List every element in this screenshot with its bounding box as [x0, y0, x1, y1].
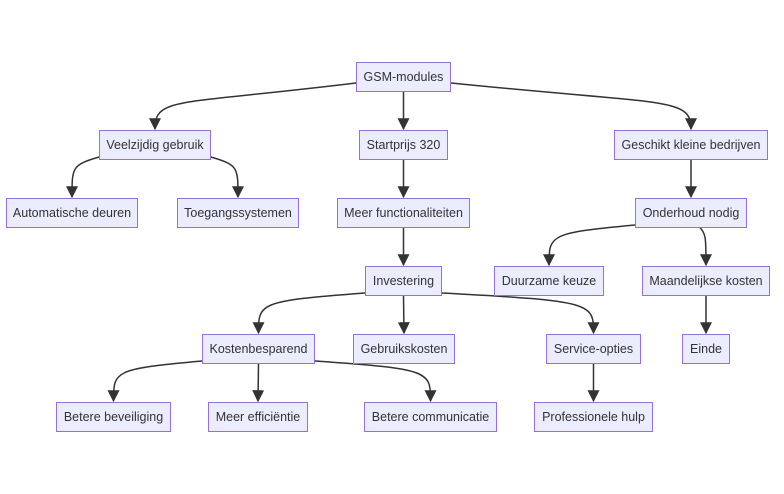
node-geschikt-kleine-bedrijven: Geschikt kleine bedrijven	[614, 130, 768, 160]
node-betere-beveiliging: Betere beveiliging	[56, 402, 171, 432]
node-service-opties: Service-opties	[546, 334, 641, 364]
edge-veelzijdig-toegang	[210, 156, 244, 199]
node-meer-functionaliteiten: Meer functionaliteiten	[337, 198, 470, 228]
node-einde: Einde	[682, 334, 730, 364]
edge-invest-service	[441, 292, 600, 335]
node-automatische-deuren: Automatische deuren	[6, 198, 138, 228]
edge-kosten-communicatie	[314, 360, 437, 403]
node-betere-communicatie: Betere communicatie	[364, 402, 497, 432]
node-toegangssystemen: Toegangssystemen	[177, 198, 299, 228]
node-onderhoud-nodig: Onderhoud nodig	[635, 198, 747, 228]
node-startprijs: Startprijs 320	[359, 130, 448, 160]
node-gebruikskosten: Gebruikskosten	[353, 334, 455, 364]
edge-root-geschikt	[450, 82, 697, 131]
node-gsm-modules: GSM-modules	[356, 62, 451, 92]
edge-kosten-efficientie	[252, 363, 265, 403]
edge-veelzijdig-auto	[66, 156, 100, 199]
edge-invest-kosten	[252, 292, 366, 335]
node-professionele-hulp: Professionele hulp	[534, 402, 653, 432]
edge-kosten-beveiliging	[107, 360, 203, 403]
node-investering: Investering	[365, 266, 442, 296]
node-duurzame-keuze: Duurzame keuze	[494, 266, 604, 296]
node-meer-efficientie: Meer efficiëntie	[208, 402, 308, 432]
edge-root-veelzijdig	[149, 82, 357, 131]
node-kostenbesparend: Kostenbesparend	[202, 334, 315, 364]
edge-onderhoud-maand	[697, 225, 712, 267]
node-maandelijkse-kosten: Maandelijkse kosten	[642, 266, 770, 296]
node-veelzijdig-gebruik: Veelzijdig gebruik	[99, 130, 211, 160]
edge-invest-gebruik	[397, 295, 410, 335]
edge-onderhoud-duurzaam	[543, 224, 636, 267]
